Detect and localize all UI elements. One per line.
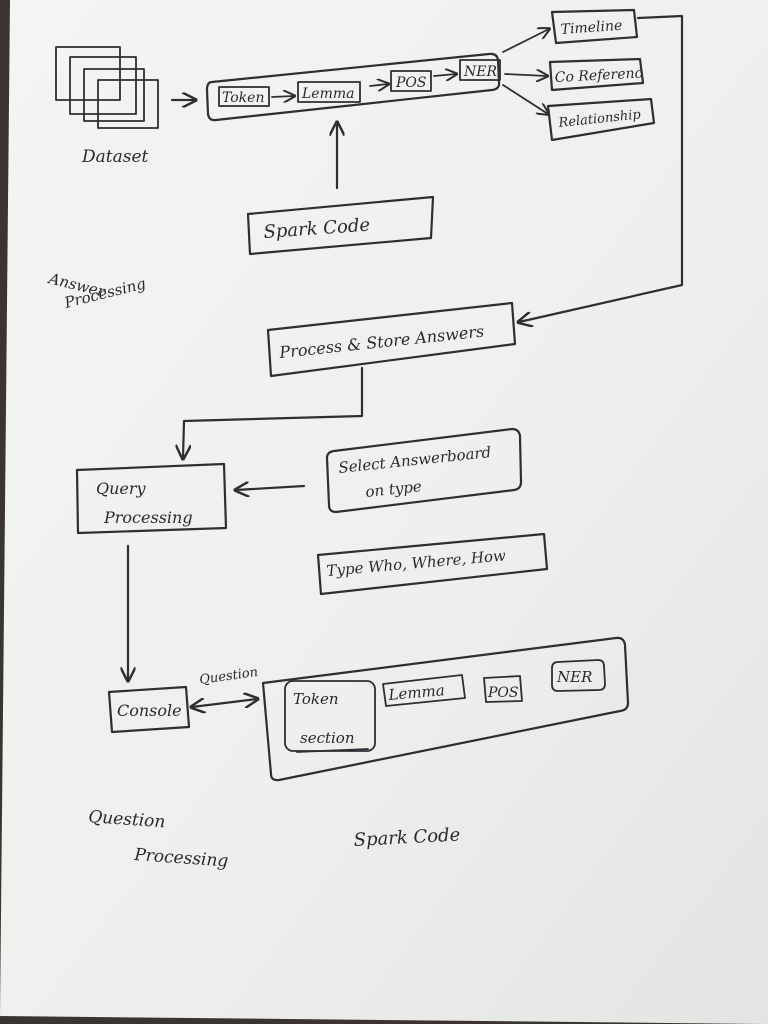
question-lemma-box xyxy=(382,674,466,707)
pipeline-lemma-label: Lemma xyxy=(301,86,354,102)
question-pos-label: POS xyxy=(487,685,519,701)
question-token-line1: Token xyxy=(293,690,339,708)
output-coreference-node: Co Referenc xyxy=(548,57,645,92)
arrow-token-to-lemma xyxy=(271,96,294,97)
timeline-label: Timeline xyxy=(560,18,623,38)
nlp-pipeline-bottom: Token section Lemma POS NER xyxy=(261,636,630,782)
coreference-label: Co Referenc xyxy=(554,65,643,86)
console-node: Console xyxy=(107,685,191,734)
query-processing-line2: Processing xyxy=(103,508,193,527)
pipeline-ner-label: NER xyxy=(463,64,497,80)
console-label: Console xyxy=(117,701,182,720)
question-types-box xyxy=(316,532,549,596)
arrow-lemma-to-pos xyxy=(369,84,388,86)
arrow-ner-to-relationship xyxy=(502,84,548,114)
arrow-ner-to-timeline xyxy=(502,29,549,53)
pipeline-top-frame xyxy=(205,52,501,122)
pipeline-token-box xyxy=(218,86,270,107)
question-token-underline xyxy=(296,748,369,753)
arrow-process-store-to-query xyxy=(183,366,364,458)
arrow-ner-to-coreference xyxy=(504,74,547,76)
pipeline-pos-label: POS xyxy=(395,75,427,91)
coreference-box xyxy=(548,57,645,92)
select-answerboard-line2: on type xyxy=(365,477,423,501)
timeline-box xyxy=(550,8,639,45)
arrow-console-question-bidirectional xyxy=(192,699,257,707)
question-lemma-label: Lemma xyxy=(387,681,446,704)
arrow-answerboard-to-query xyxy=(236,486,306,490)
nlp-pipeline-top: Token Lemma POS NER xyxy=(205,52,501,122)
dataset-stack-icon xyxy=(55,46,159,129)
pipeline-ner-box xyxy=(459,59,501,81)
query-processing-node: Query Processing xyxy=(75,462,228,535)
output-timeline-node: Timeline xyxy=(550,8,639,45)
pipeline-bottom-frame xyxy=(261,636,630,782)
pipeline-token-label: Token xyxy=(222,90,264,106)
spark-code-top-box xyxy=(246,195,435,256)
query-processing-box xyxy=(75,462,228,535)
relationship-box xyxy=(546,97,656,142)
question-ner-box xyxy=(551,659,606,692)
question-pos-box xyxy=(483,675,523,703)
question-token-line2: section xyxy=(300,729,355,747)
query-processing-line1: Query xyxy=(96,479,147,498)
dataset-label: Dataset xyxy=(81,147,149,167)
arrow-pos-to-ner xyxy=(433,74,456,76)
dataset-node: Dataset xyxy=(55,46,159,167)
question-ner-label: NER xyxy=(556,668,592,686)
process-store-box xyxy=(266,301,517,378)
pipeline-pos-box xyxy=(390,70,432,92)
pipeline-lemma-box xyxy=(297,81,361,103)
select-answerboard-box xyxy=(325,427,523,514)
arrow-outputs-to-process-store xyxy=(519,14,684,322)
console-box xyxy=(107,685,191,734)
